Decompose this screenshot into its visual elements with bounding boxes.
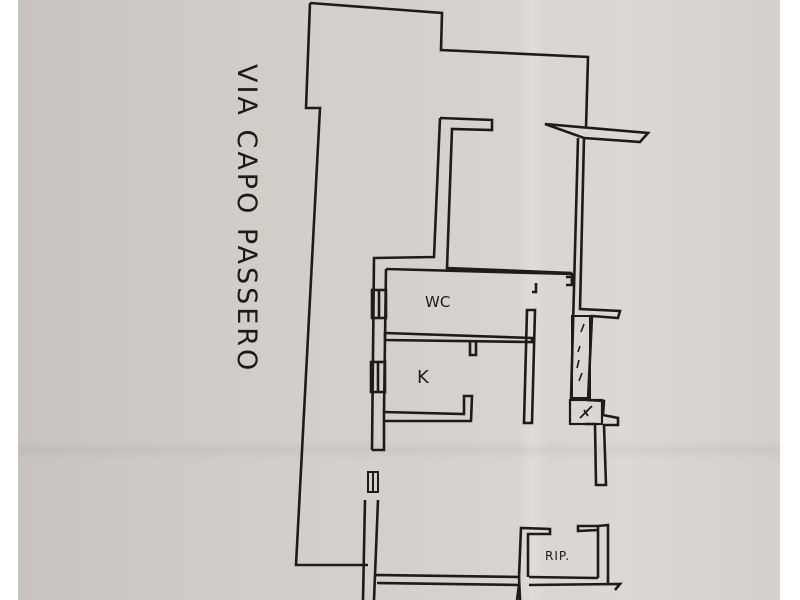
cross-mark [579,405,593,419]
building-outline [294,1,590,567]
cross-box [568,398,604,426]
floor-plan-photo [18,0,780,600]
duct-hatching [576,323,585,382]
lower-left-wall [372,421,386,452]
upper-partition-wall [370,116,574,451]
lower-left-pier [367,471,379,493]
kitchen-right-wall [522,308,537,425]
kitchen-bottom-wall [382,394,474,423]
lower-corridor-walls [361,499,623,600]
wc-right-stub [532,283,538,294]
room-label-storage: RIP. [545,549,571,563]
paper-fold-horizontal [18,440,780,460]
paper-fold-vertical [518,0,548,600]
duct-shaft [571,315,591,399]
street-label: VIA CAPO PASSERO [231,64,262,374]
window-marks [369,288,388,394]
room-label-kitchen: K [417,367,429,388]
right-wall-stub [566,275,574,287]
right-top-beam [544,122,651,144]
right-vertical-wall [569,137,622,487]
kitchen-door-stub [468,340,478,357]
storage-room-walls [517,523,610,583]
wc-kitchen-wall [383,331,534,344]
room-label-wc: WC [425,293,451,311]
